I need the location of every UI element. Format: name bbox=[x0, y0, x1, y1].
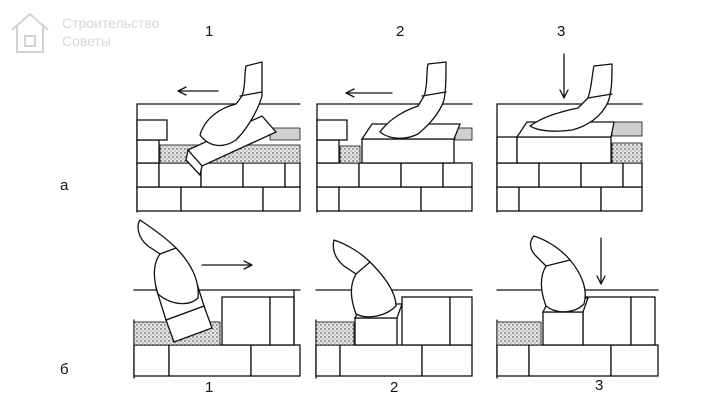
wall-bottom-1 bbox=[133, 289, 301, 379]
step-label-top-3: 3 bbox=[557, 23, 565, 40]
hand-bottom-1 bbox=[137, 219, 199, 305]
arrow-down-top-3 bbox=[559, 53, 569, 99]
step-label-bottom-2: 2 bbox=[390, 379, 398, 396]
watermark: Строительство Советы bbox=[11, 12, 160, 53]
step-label-bottom-3: 3 bbox=[595, 377, 603, 394]
house-icon bbox=[11, 12, 49, 53]
hand-top-3 bbox=[529, 63, 613, 132]
arrow-left-top-1 bbox=[177, 86, 219, 96]
step-label-bottom-1: 1 bbox=[205, 379, 213, 396]
arrow-down-bottom-3 bbox=[596, 237, 606, 285]
arrow-left-top-2 bbox=[345, 88, 393, 98]
watermark-line2: Советы bbox=[62, 33, 111, 49]
hand-bottom-3 bbox=[529, 235, 586, 313]
hand-top-1 bbox=[199, 61, 263, 147]
arrow-right-bottom-1 bbox=[201, 260, 253, 270]
hand-top-2 bbox=[379, 61, 447, 139]
step-label-top-2: 2 bbox=[396, 23, 404, 40]
watermark-line1: Строительство bbox=[62, 15, 160, 31]
wall-bottom-3 bbox=[496, 289, 659, 379]
row-label-a: а bbox=[60, 177, 69, 194]
row-label-b: б bbox=[60, 361, 69, 378]
hand-bottom-2 bbox=[332, 239, 397, 318]
wall-bottom-2 bbox=[315, 289, 473, 379]
step-label-top-1: 1 bbox=[205, 23, 213, 40]
